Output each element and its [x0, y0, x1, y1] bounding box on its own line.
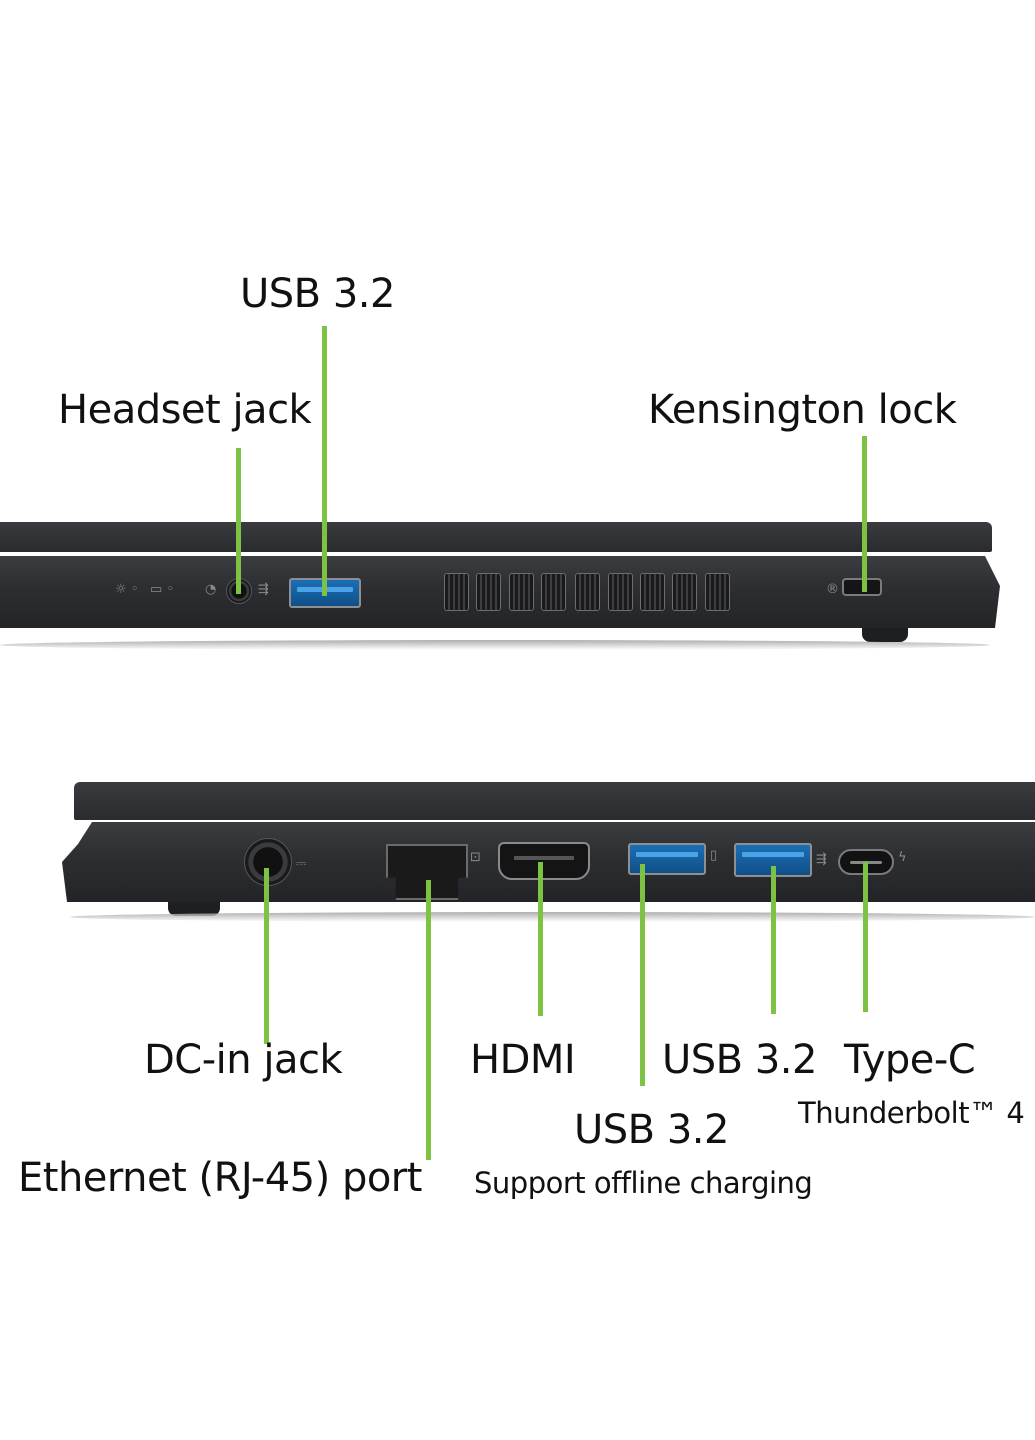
label-hdmi: HDMI — [470, 1037, 576, 1083]
callout-line-usb32-top — [322, 326, 327, 596]
callout-line-usb32-offline — [640, 864, 645, 1086]
label-kensington-lock: Kensington lock — [648, 387, 957, 433]
callout-line-usb32-bottom — [771, 866, 776, 1014]
laptop-lid — [0, 522, 992, 552]
dc-symbol-icon: ⎓ — [296, 856, 307, 871]
label-thunderbolt-4: Thunderbolt™ 4 — [798, 1096, 1025, 1130]
usb-symbol-icon-2: ⇶ — [816, 852, 827, 867]
callout-line-dc-in — [264, 868, 269, 1044]
label-ethernet-port: Ethernet (RJ-45) port — [18, 1155, 422, 1201]
usb-power-icon: ▯ — [710, 848, 718, 863]
label-usb32-top: USB 3.2 — [240, 271, 395, 317]
hdmi-port — [498, 842, 590, 880]
label-headset-jack: Headset jack — [58, 387, 312, 433]
headset-icon: ◔ — [205, 582, 217, 597]
callout-line-ethernet — [426, 880, 431, 1160]
callout-line-headset — [236, 448, 241, 594]
label-type-c: Type-C — [844, 1037, 976, 1083]
label-usb32-offline: USB 3.2 — [574, 1107, 729, 1153]
laptop-shadow-2 — [70, 912, 1035, 922]
callout-line-kensington — [862, 436, 867, 592]
label-usb32-bottom: USB 3.2 — [662, 1037, 817, 1083]
label-dc-in-jack: DC-in jack — [144, 1037, 343, 1083]
laptop-shadow — [0, 640, 990, 650]
network-icon: ⊡ — [470, 850, 481, 865]
thunderbolt-icon: ϟ — [898, 850, 907, 865]
callout-line-hdmi — [538, 862, 543, 1016]
label-offline-charging-note: Support offline charging — [474, 1166, 813, 1200]
rubber-foot — [862, 628, 908, 642]
kensington-icon: ® — [826, 582, 839, 597]
laptop-lid-2 — [74, 782, 1035, 820]
battery-led-icon: ▭ ◦ — [150, 582, 175, 597]
power-led-icon: ☼ ◦ — [115, 582, 139, 597]
usb-symbol-icon: ⇶ — [258, 582, 269, 597]
callout-line-type-c — [863, 862, 868, 1012]
